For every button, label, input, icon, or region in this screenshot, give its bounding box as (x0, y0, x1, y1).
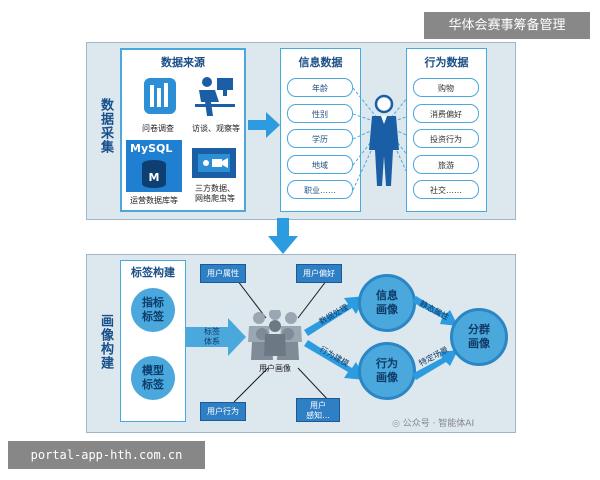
dim-user-perception: 用户 感知... (296, 398, 340, 422)
arrow-down-icon (268, 218, 298, 254)
collection-title: 数据采集 (98, 98, 113, 154)
crawler-icon (192, 148, 236, 178)
database-icon: M (126, 140, 182, 192)
behavior-title: 行为数据 (424, 56, 469, 69)
arrow-data-processing (304, 296, 366, 336)
wechat-icon: ◎ (392, 419, 403, 429)
source-label-questionnaire: 问卷调查 (142, 124, 174, 133)
interview-icon (195, 77, 235, 116)
dim-connectors (233, 276, 331, 403)
tag-system-label: 标签 体系 (204, 327, 220, 346)
user-profile-label: 用户画像 (259, 364, 291, 373)
dim-user-attr: 用户属性 (200, 264, 246, 283)
user-group-icon (248, 310, 302, 360)
behavior-item: 旅游 (413, 155, 479, 174)
info-profile-node: 信息 画像 (358, 274, 416, 332)
behavior-item: 投资行为 (413, 129, 479, 148)
questionnaire-icon (144, 78, 176, 114)
arrow-behavior-modeling (304, 340, 366, 380)
behavior-item: 购物 (413, 78, 479, 97)
dim-user-pref: 用户偏好 (296, 264, 342, 283)
info-item: 学历 (287, 129, 353, 148)
svg-text:M: M (149, 171, 160, 184)
watermark: ◎ 公众号 · 智能体AI (392, 419, 475, 429)
arrow-static-attr (412, 296, 458, 326)
behavior-item: 消费偏好 (413, 104, 479, 123)
mysql-text: MySQL (130, 142, 173, 155)
profile-title: 画像构建 (98, 314, 113, 370)
metric-tag: 指标 标签 (131, 288, 175, 332)
model-tag: 模型 标签 (131, 356, 175, 400)
footer-url[interactable]: portal-app-hth.com.cn (8, 441, 205, 469)
source-label-interview: 访谈、观察等 (192, 124, 240, 133)
behavior-item: 社交…… (413, 180, 479, 199)
behavior-profile-node: 行为 画像 (358, 342, 416, 400)
info-item: 年龄 (287, 78, 353, 97)
info-title: 信息数据 (298, 56, 343, 69)
arrow-specific-scene (412, 350, 458, 380)
tag-build-title: 标签构建 (131, 266, 175, 279)
sources-title: 数据来源 (161, 56, 205, 69)
tag-system-arrow (186, 318, 246, 356)
info-item: 职业…… (287, 180, 353, 199)
source-label-crawler: 三方数据、 网络爬虫等 (195, 184, 235, 203)
banner-title: 华体会赛事筹备管理 (424, 12, 590, 39)
dim-user-behavior: 用户行为 (200, 402, 246, 421)
info-item: 地域 (287, 155, 353, 174)
cluster-profile-node: 分群 画像 (450, 308, 508, 366)
source-label-database: 运营数据库等 (130, 196, 178, 205)
info-item: 性别 (287, 104, 353, 123)
arrow-right-icon (248, 112, 280, 138)
